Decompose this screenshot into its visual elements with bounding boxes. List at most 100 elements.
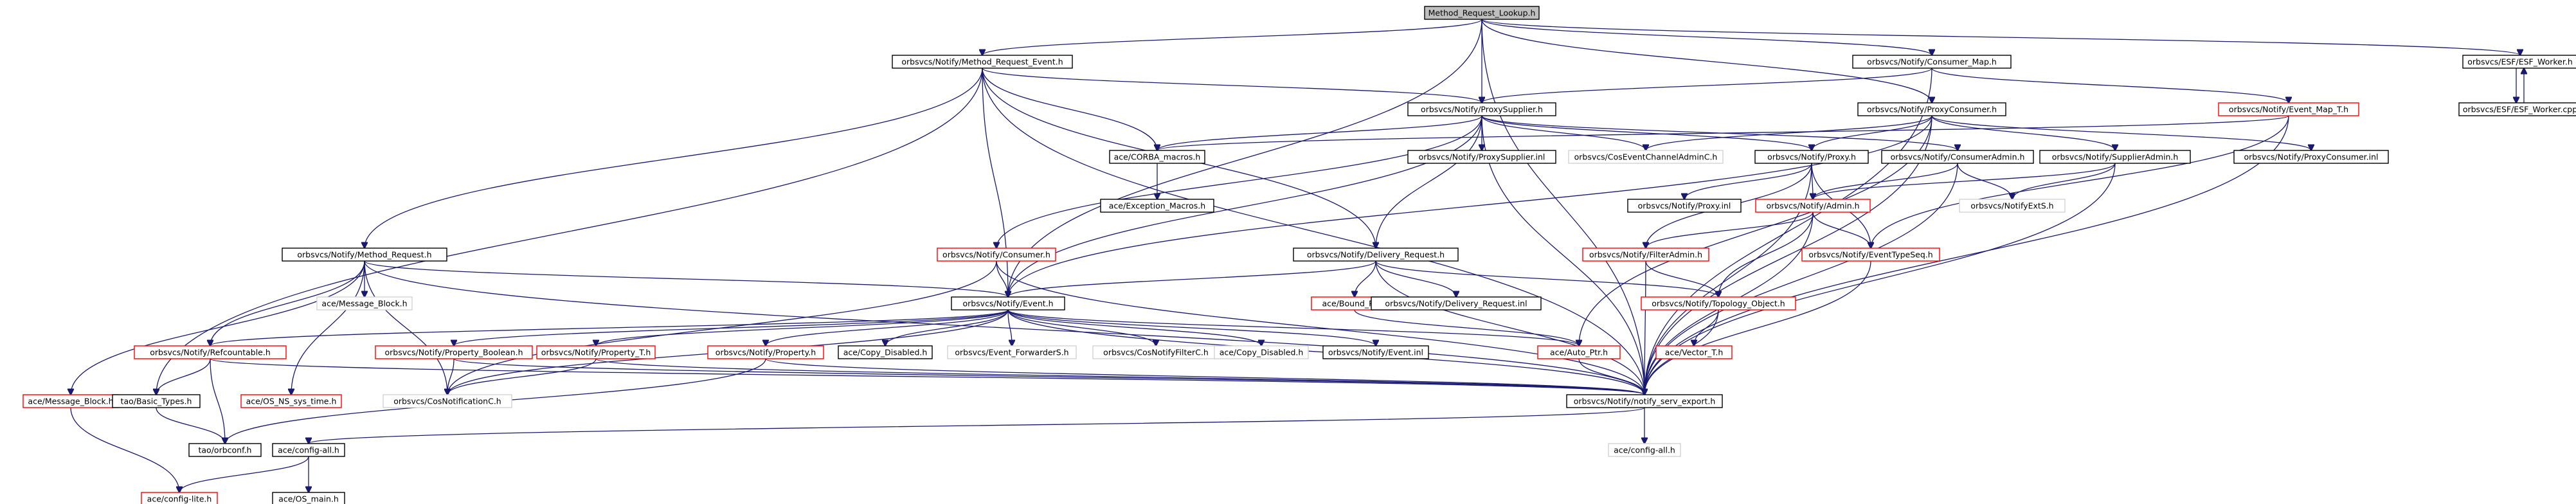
node-prop[interactable]: orbsvcs/Notify/Property.h (707, 345, 824, 359)
node-consumer[interactable]: orbsvcs/Notify/Consumer.h (937, 248, 1056, 262)
edge-pcons-to-event (1008, 115, 1932, 297)
node-cfglite[interactable]: ace/config-lite.h (141, 492, 218, 504)
node-box (1801, 248, 1940, 262)
edge-psup-to-proxy (1481, 115, 1812, 150)
node-cmap[interactable]: orbsvcs/Notify/Consumer_Map.h (1852, 55, 2012, 69)
node-mr[interactable]: orbsvcs/Notify/Method_Request.h (282, 248, 447, 262)
node-label: orbsvcs/Event_ForwarderS.h (955, 348, 1068, 357)
node-label: ace/Vector_T.h (1665, 348, 1724, 357)
node-cosfilt[interactable]: orbsvcs/CosNotifyFilterC.h (1092, 345, 1220, 359)
node-autoptr[interactable]: ace/Auto_Ptr.h (1537, 345, 1621, 359)
node-label: ace/Copy_Disabled.h (843, 348, 928, 357)
edge-event-to-copydis (885, 309, 1009, 346)
node-box (707, 345, 824, 359)
node-cadmin[interactable]: orbsvcs/Notify/ConsumerAdmin.h (1881, 150, 2034, 164)
edge-psup-to-notexp (1481, 115, 1644, 395)
node-copydis[interactable]: ace/Copy_Disabled.h (838, 345, 933, 359)
node-label: orbsvcs/Notify/Event_Map_T.h (2229, 105, 2348, 114)
edge-event-to-copydis2 (1007, 309, 1261, 346)
node-label: orbsvcs/Notify/Topology_Object.h (1652, 299, 1785, 309)
node-psup[interactable]: orbsvcs/Notify/ProxySupplier.h (1407, 102, 1556, 116)
node-emap[interactable]: orbsvcs/Notify/Event_Map_T.h (2218, 102, 2359, 116)
node-label: orbsvcs/Notify/ProxyConsumer.inl (2244, 152, 2378, 162)
node-cosnc[interactable]: orbsvcs/CosNotificationC.h (383, 394, 512, 408)
node-orbconf[interactable]: tao/orbconf.h (188, 443, 262, 457)
node-esfw[interactable]: orbsvcs/ESF/ESF_Worker.h (2462, 55, 2576, 69)
node-dreq[interactable]: orbsvcs/Notify/Delivery_Request.h (1293, 248, 1459, 262)
node-vector[interactable]: ace/Vector_T.h (1655, 345, 1733, 359)
edge-event-to-evfwd (1007, 309, 1012, 346)
node-admin[interactable]: orbsvcs/Notify/Admin.h (1755, 199, 1871, 213)
node-copydis2[interactable]: ace/Copy_Disabled.h (1214, 345, 1309, 359)
node-topo[interactable]: orbsvcs/Notify/Topology_Object.h (1641, 296, 1796, 310)
node-evtseq[interactable]: orbsvcs/Notify/EventTypeSeq.h (1801, 248, 1940, 262)
node-mre[interactable]: orbsvcs/Notify/Method_Request_Event.h (892, 55, 1073, 69)
node-proxyinl[interactable]: orbsvcs/Notify/Proxy.inl (1627, 199, 1742, 213)
node-box (134, 345, 287, 359)
node-box (316, 296, 413, 310)
node-label: Method_Request_Lookup.h (1428, 8, 1536, 18)
node-pconsinl[interactable]: orbsvcs/Notify/ProxyConsumer.inl (2233, 150, 2389, 164)
edge-cadmin-to-admin (1813, 163, 1958, 199)
edge-emap-to-corba (1157, 115, 2289, 150)
node-box (1214, 345, 1309, 359)
node-notexp[interactable]: orbsvcs/Notify/notify_serv_export.h (1566, 394, 1723, 408)
edge-root-to-event (1008, 19, 1482, 297)
edge-event-to-autoptr (1007, 309, 1579, 346)
node-osns[interactable]: ace/OS_NS_sys_time.h (240, 394, 342, 408)
edge-root-to-pcons (1481, 19, 1932, 103)
node-label: orbsvcs/Notify/Delivery_Request.inl (1385, 299, 1527, 309)
node-excm[interactable]: ace/Exception_Macros.h (1100, 199, 1214, 213)
node-osmain[interactable]: ace/OS_main.h (272, 492, 345, 504)
node-box (1582, 248, 1709, 262)
edge-pcons-to-pconsinl (1931, 115, 2311, 150)
edge-mr-to-osns (291, 260, 365, 395)
node-eventinl[interactable]: orbsvcs/Notify/Event.inl (1322, 345, 1429, 359)
node-event[interactable]: orbsvcs/Notify/Event.h (951, 296, 1065, 310)
node-msgblk2[interactable]: ace/Message_Block.h (23, 394, 119, 408)
node-corba[interactable]: ace/CORBA_macros.h (1109, 150, 1205, 164)
node-proxy[interactable]: orbsvcs/Notify/Proxy.h (1754, 150, 1869, 164)
node-sadmin[interactable]: orbsvcs/Notify/SupplierAdmin.h (2039, 150, 2191, 164)
edge-admin-to-topo (1718, 212, 1814, 297)
node-box (2462, 55, 2576, 69)
node-box (240, 394, 342, 408)
edge-psup-to-consumer (996, 115, 1482, 248)
edge-admin-to-evtseq (1812, 212, 1871, 248)
edge-proxy-to-proxyinl (1684, 163, 1812, 199)
edge-mre-to-taobt (156, 68, 983, 395)
node-propbool[interactable]: orbsvcs/Notify/Property_Boolean.h (375, 345, 533, 359)
node-psupinl[interactable]: orbsvcs/Notify/ProxySupplier.inl (1407, 150, 1556, 164)
node-cfgall2[interactable]: ace/config-all.h (1608, 443, 1681, 457)
node-label: orbsvcs/Notify/Proxy.inl (1638, 201, 1731, 211)
node-box (951, 296, 1065, 310)
node-cfgall[interactable]: ace/config-all.h (272, 443, 345, 457)
node-refc[interactable]: orbsvcs/Notify/Refcountable.h (134, 345, 287, 359)
edge-dreq-to-dreqinl (1375, 260, 1456, 297)
node-box (1566, 394, 1723, 408)
edge-root-to-esfw (1481, 19, 2520, 55)
node-root[interactable]: Method_Request_Lookup.h (1424, 6, 1540, 20)
edge-psup-to-dreq (1376, 115, 1482, 248)
edge-filtad-to-topo (1645, 260, 1718, 297)
node-extS[interactable]: orbsvcs/NotifyExtS.h (1959, 199, 2066, 213)
node-esfcpp[interactable]: orbsvcs/ESF/ESF_Worker.cpp (2458, 102, 2576, 116)
edge-propt-to-notexp (595, 358, 1644, 395)
node-msgblk[interactable]: ace/Message_Block.h (316, 296, 413, 310)
node-label: orbsvcs/NotifyExtS.h (1970, 201, 2053, 211)
node-propt[interactable]: orbsvcs/Notify/Property_T.h (536, 345, 656, 359)
node-label: ace/Message_Block.h (321, 299, 407, 309)
edge-autoptr-to-notexp (1578, 358, 1644, 395)
node-coscc[interactable]: orbsvcs/CosEventChannelAdminC.h (1568, 150, 1724, 164)
node-filtad[interactable]: orbsvcs/Notify/FilterAdmin.h (1582, 248, 1709, 262)
node-dreqinl[interactable]: orbsvcs/Notify/Delivery_Request.inl (1371, 296, 1542, 310)
node-label: ace/Exception_Macros.h (1109, 201, 1205, 211)
edge-proxy-to-notexp (1644, 163, 1812, 395)
node-box (1755, 199, 1871, 213)
node-taobt[interactable]: tao/Basic_Types.h (112, 394, 201, 408)
edge-mre-to-notexp (982, 68, 1644, 395)
node-pcons[interactable]: orbsvcs/Notify/ProxyConsumer.h (1857, 102, 2006, 116)
node-evfwd[interactable]: orbsvcs/Event_ForwarderS.h (947, 345, 1077, 359)
edge-filtad-to-notexp (1644, 260, 1646, 395)
node-box (188, 443, 262, 457)
